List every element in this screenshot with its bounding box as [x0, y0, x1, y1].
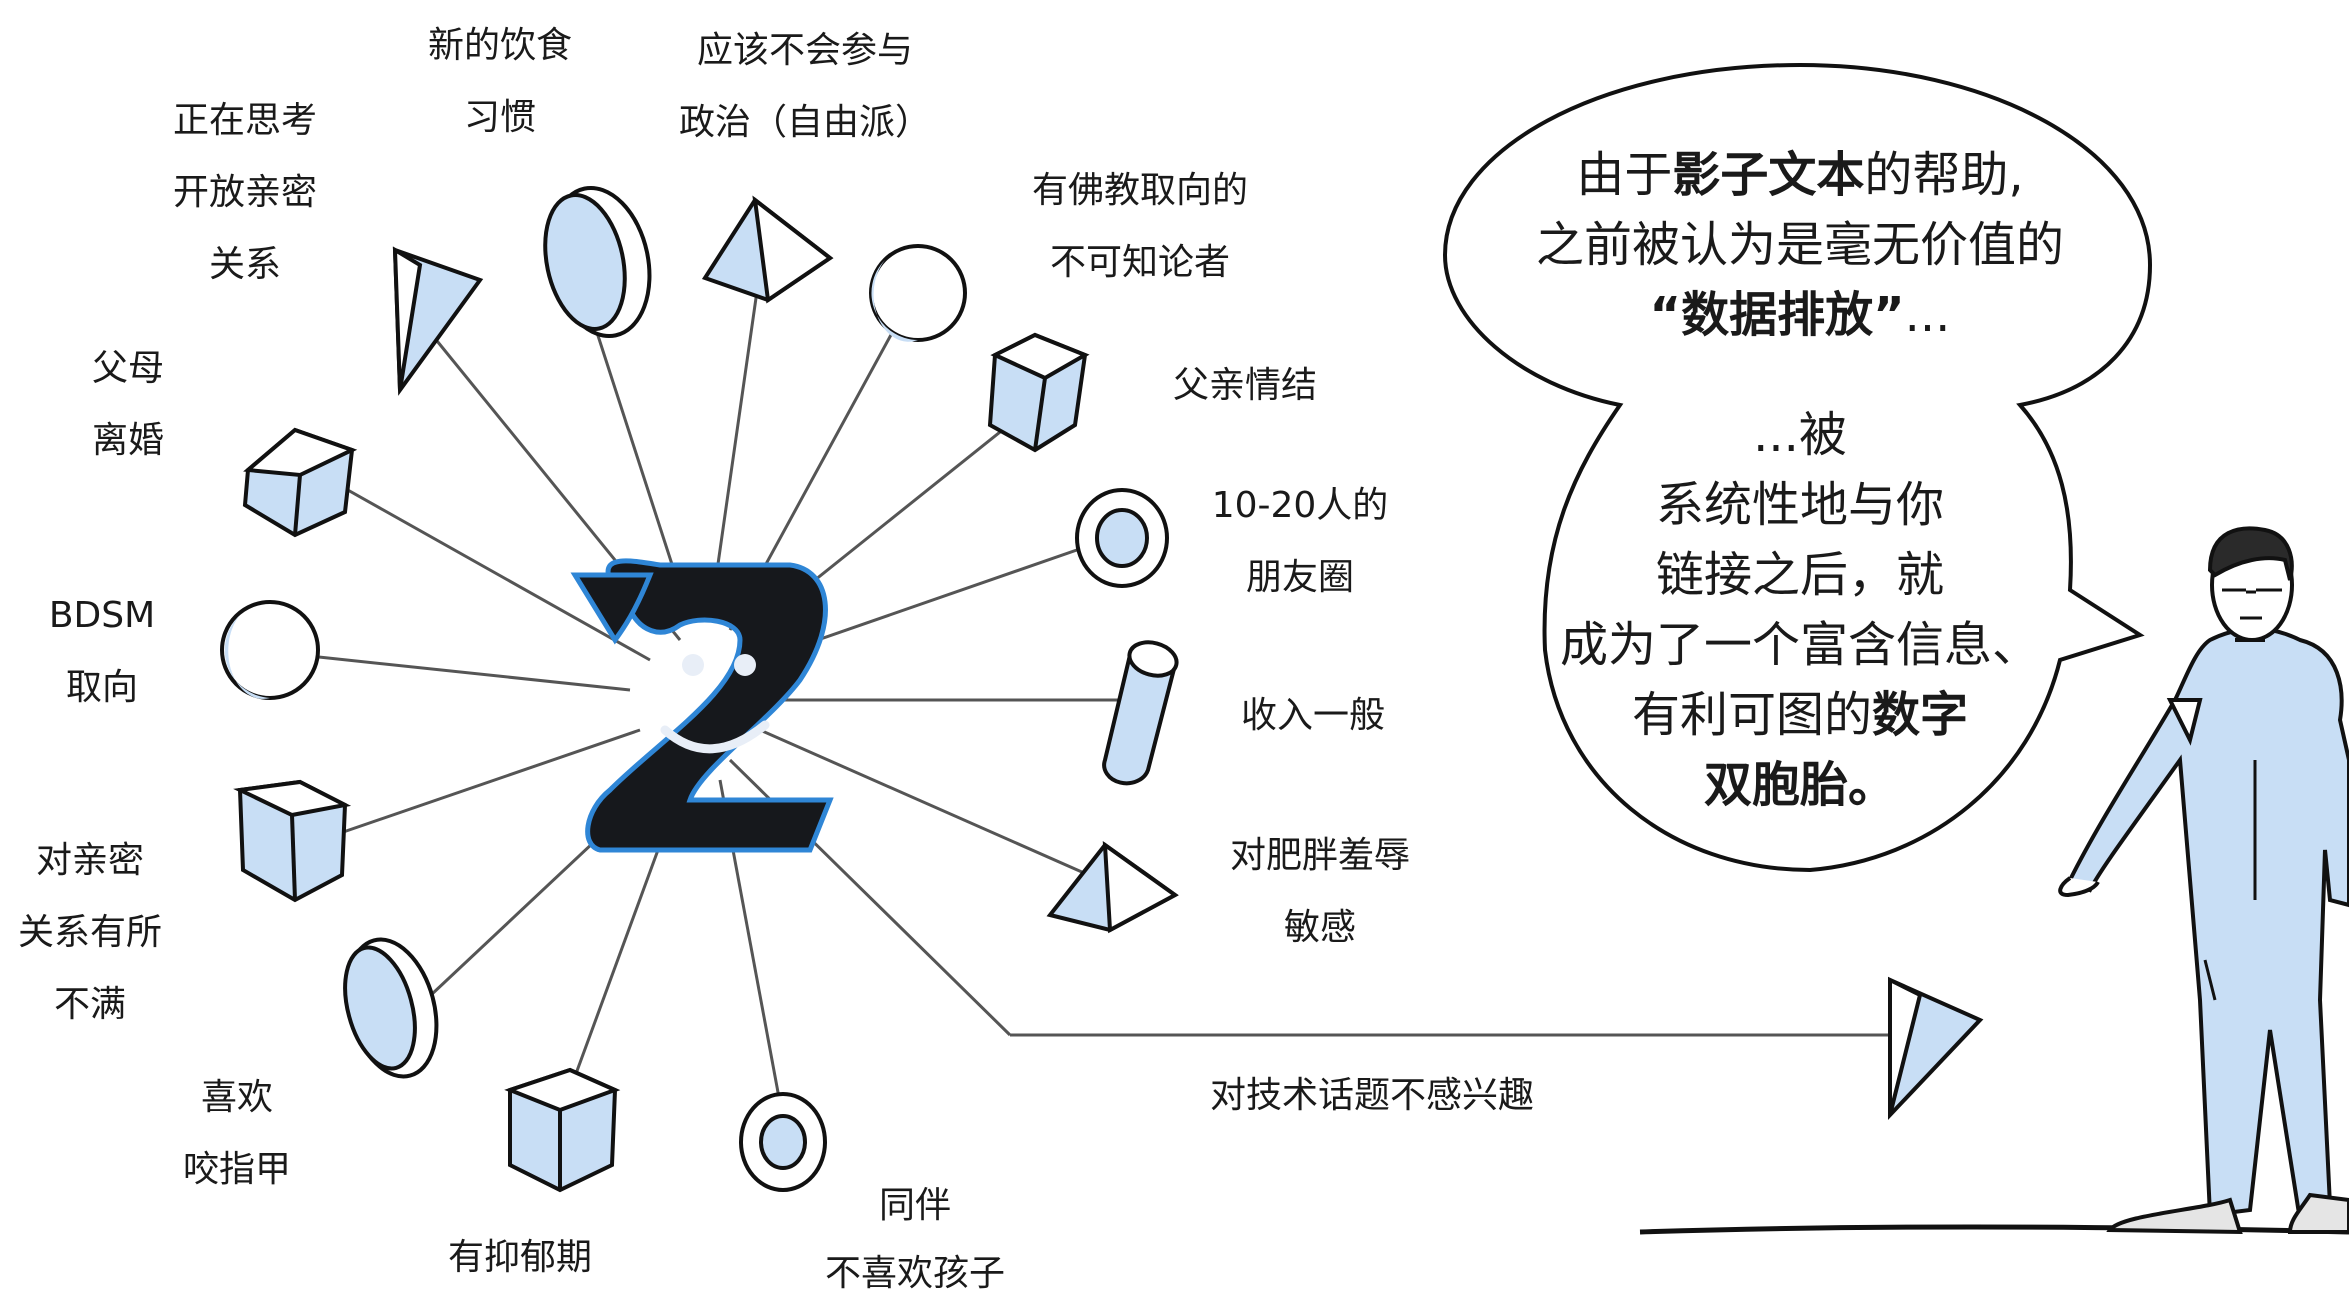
bubble-line-4: ...被 — [1753, 407, 1847, 463]
bubble-line-2: 之前被认为是毫无价值的 — [1535, 217, 2065, 273]
label-nail-biting: 喜欢 咬指甲 — [182, 1077, 292, 1190]
speech-bubble — [1442, 62, 2153, 873]
label-bdsm: BDSM 取向 — [48, 595, 156, 708]
label-fat-shaming: 对肥胖羞辱 敏感 — [1229, 835, 1411, 948]
ring-icon — [739, 1092, 827, 1192]
cone-icon — [392, 246, 484, 396]
bubble-line-5: 系统性地与你 — [1655, 477, 1945, 533]
bubble-line-9: 双胞胎。 — [1703, 757, 1897, 813]
label-dissatisfied-relationship: 对亲密 关系有所 不满 — [17, 840, 163, 1025]
bubble-line-3: “数据排放”... — [1649, 287, 1951, 343]
logo-smile — [660, 720, 770, 754]
cube-icon — [987, 332, 1090, 453]
label-parents-divorced: 父母 离婚 — [91, 348, 165, 461]
label-friend-circle: 10-20人的 朋友圈 — [1211, 485, 1389, 598]
speech-bubble-text: 由于影子文本的帮助, 之前被认为是毫无价值的 “数据排放”... ...被 系统… — [1536, 140, 2064, 820]
logo-eye-right — [734, 654, 756, 676]
sphere-icon — [220, 600, 320, 700]
label-depressive-episode: 有抑郁期 — [447, 1237, 593, 1278]
bubble-line-8: 有利可图的数字 — [1631, 687, 1969, 743]
cube-icon — [242, 427, 358, 538]
label-new-diet: 新的饮食 习惯 — [427, 25, 573, 138]
sphere-icon — [869, 244, 967, 342]
label-buddhist-agnostic: 有佛教取向的 不可知论者 — [1031, 170, 1249, 283]
logo-eye-left — [682, 654, 704, 676]
pyramid-icon — [701, 195, 834, 304]
pyramid-icon — [1046, 840, 1179, 934]
label-father-complex: 父亲情结 — [1172, 365, 1318, 406]
disc-icon — [343, 937, 439, 1079]
cube-icon — [504, 1067, 621, 1193]
bubble-line-1: 由于影子文本的帮助, — [1576, 147, 2024, 203]
label-rethinking-open-relationships: 正在思考 开放亲密 关系 — [172, 100, 318, 285]
cone-icon — [1888, 976, 1984, 1121]
man-presenting-icon — [2058, 526, 2349, 1235]
cylinder-icon — [1102, 640, 1179, 786]
label-partner-no-kids: 同伴 不喜欢孩子 — [824, 1185, 1006, 1294]
label-not-tech-interested: 对技术话题不感兴趣 — [1209, 1075, 1535, 1116]
ground-line — [1639, 1224, 2349, 1235]
bubble-line-7: 成为了一个富含信息、 — [1559, 617, 2041, 673]
bubble-line-6: 链接之后，就 — [1655, 547, 1945, 603]
label-average-income: 收入一般 — [1240, 695, 1386, 736]
ring-icon — [1075, 488, 1169, 588]
disc-icon — [543, 185, 652, 339]
cube-icon — [233, 779, 352, 903]
shadow-text-logo — [570, 558, 834, 853]
label-politics-liberal: 应该不会参与 政治（自由派） — [678, 30, 932, 143]
